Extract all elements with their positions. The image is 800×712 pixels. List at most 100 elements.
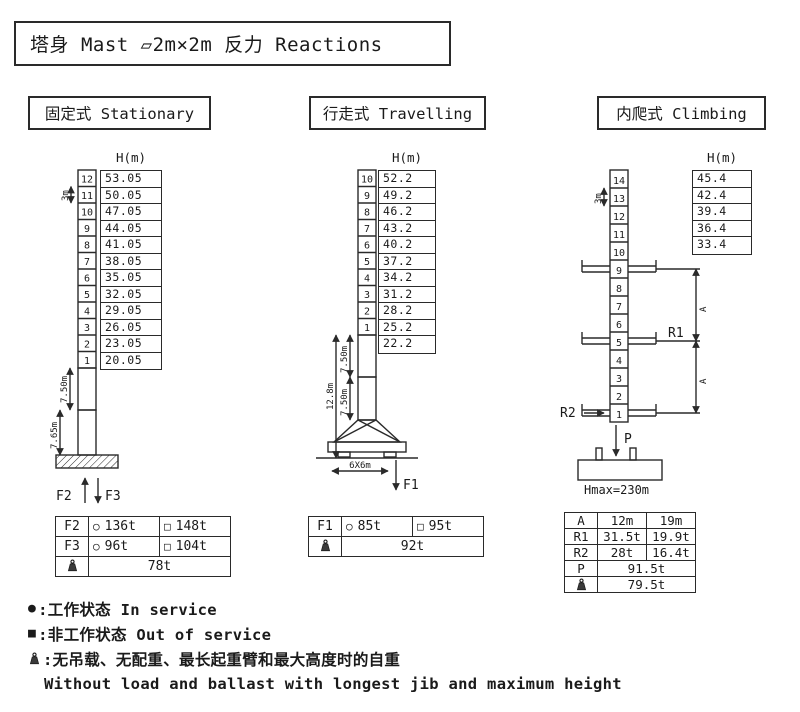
height-value: 49.2 [379, 188, 435, 204]
mast-segment-number: 11 [613, 230, 625, 241]
mast-segment-number: 12 [613, 212, 625, 223]
mast-segment-number: 2 [84, 339, 90, 350]
self-weight-icon [28, 652, 41, 665]
heading-text: 行走式 Travelling [322, 105, 473, 123]
in-service-value: ○96t [88, 536, 160, 557]
mast-segment-number: 4 [616, 356, 622, 367]
mast-segment-number: 11 [81, 191, 93, 202]
reaction-row: F2○136t□148t [55, 516, 231, 537]
mast-segment-number: 7 [616, 302, 622, 313]
force-label: R2 [564, 544, 598, 561]
height-value: 53.05 [101, 171, 161, 188]
mast-lower-section [357, 334, 377, 378]
mast-segment-number: 6 [616, 320, 622, 331]
mast-segment-number: 12 [81, 174, 93, 185]
wall-bracket-left [581, 404, 610, 417]
mast-segment-number: 6 [84, 273, 90, 284]
mast-segment-number: 14 [613, 176, 625, 187]
height-value: 26.05 [101, 320, 161, 336]
self-weight-icon [576, 578, 586, 591]
in-service-value: ○85t [341, 516, 413, 537]
r2-label: R2 [560, 406, 576, 421]
span-value: 19m [646, 512, 696, 529]
anchor-post [595, 447, 603, 461]
mast-segment-number: 1 [84, 356, 90, 367]
wall-bracket-left [581, 260, 610, 273]
heading-text: 内爬式 Climbing [616, 105, 747, 123]
mast-segment-number: 9 [84, 224, 90, 235]
undercarriage-brace [333, 419, 377, 443]
out-of-service-value: □95t [412, 516, 484, 537]
mast-segment-number: 2 [364, 306, 370, 317]
mast-segment-number: 1 [616, 410, 622, 421]
force-label: F1 [308, 516, 342, 537]
force-label: F3 [55, 536, 89, 557]
foundation [55, 454, 119, 469]
height-column-label: H(m) [391, 150, 423, 165]
base-dim-label: 6X6m [349, 461, 371, 471]
height-value: 34.2 [379, 270, 435, 287]
page-title: 塔身 Mast ▱2m×2m 反力 Reactions [30, 34, 383, 56]
height-value: 23.05 [101, 336, 161, 353]
mast-segment-number: 8 [364, 207, 370, 218]
mast-segment-number: 9 [364, 191, 370, 202]
dim-label-lower2: 7.65m [50, 422, 60, 449]
reaction-value: 28t [597, 544, 647, 561]
dim-label-total: 12.8m [326, 383, 336, 410]
height-value: 50.05 [101, 188, 161, 204]
height-value: 39.4 [693, 204, 751, 221]
mast-segment-number: 4 [84, 306, 90, 317]
height-column-label: H(m) [115, 150, 147, 165]
mast-segment-number: 7 [84, 257, 90, 268]
mast-segment-number: 8 [84, 240, 90, 251]
heading-text: 固定式 Stationary [44, 105, 195, 123]
wall-bracket-right [628, 260, 657, 273]
in-service-icon: ○ [346, 520, 353, 533]
out-of-service-value: □104t [159, 536, 231, 557]
dim-label-segment: 3m [594, 193, 604, 204]
undercarriage-brace [357, 419, 401, 443]
mast-segment-number: 10 [361, 174, 373, 185]
anchor-post [629, 447, 637, 461]
reaction-value: 16.4t [646, 544, 696, 561]
span-label-upper: A [699, 306, 709, 312]
legend-line: Without load and ballast with longest ji… [28, 671, 622, 696]
mast-segment-number: 5 [616, 338, 622, 349]
legend-line: ●:工作状态 In service [28, 596, 622, 621]
height-value: 38.05 [101, 254, 161, 270]
mast-lower-section [77, 367, 97, 411]
mast-segment-number: 3 [616, 374, 622, 385]
mast-segment-number: 10 [81, 207, 93, 218]
mast-segment-number: 2 [616, 392, 622, 403]
self-weight-row: 79.5t [564, 576, 696, 593]
bogie-wheel [383, 451, 397, 458]
in-service-icon: ○ [93, 540, 100, 553]
height-value: 43.2 [379, 221, 435, 237]
mast-base-section [77, 409, 97, 456]
reaction-value: 19.9t [646, 528, 696, 545]
height-value: 42.4 [693, 188, 751, 204]
force-label: R1 [564, 528, 598, 545]
height-value: 37.2 [379, 254, 435, 270]
dim-label-lower1: 7.50m [60, 376, 70, 403]
dim-label-lower2: 7.50m [340, 389, 350, 416]
foundation [577, 459, 663, 481]
height-value: 33.4 [697, 237, 727, 251]
height-value: 22.2 [383, 336, 413, 350]
span-label: A [564, 512, 598, 529]
in-service-icon: ● [28, 601, 37, 616]
out-of-service-value: □148t [159, 516, 231, 537]
legend-text: :无吊载、无配重、最长起重臂和最大高度时的自重 [43, 650, 401, 669]
mast-segment-number: 13 [613, 194, 625, 205]
mast-segment-number: 3 [364, 290, 370, 301]
height-value: 32.05 [101, 287, 161, 303]
mast-segment-number: 5 [84, 290, 90, 301]
self-weight-icon [320, 539, 330, 552]
